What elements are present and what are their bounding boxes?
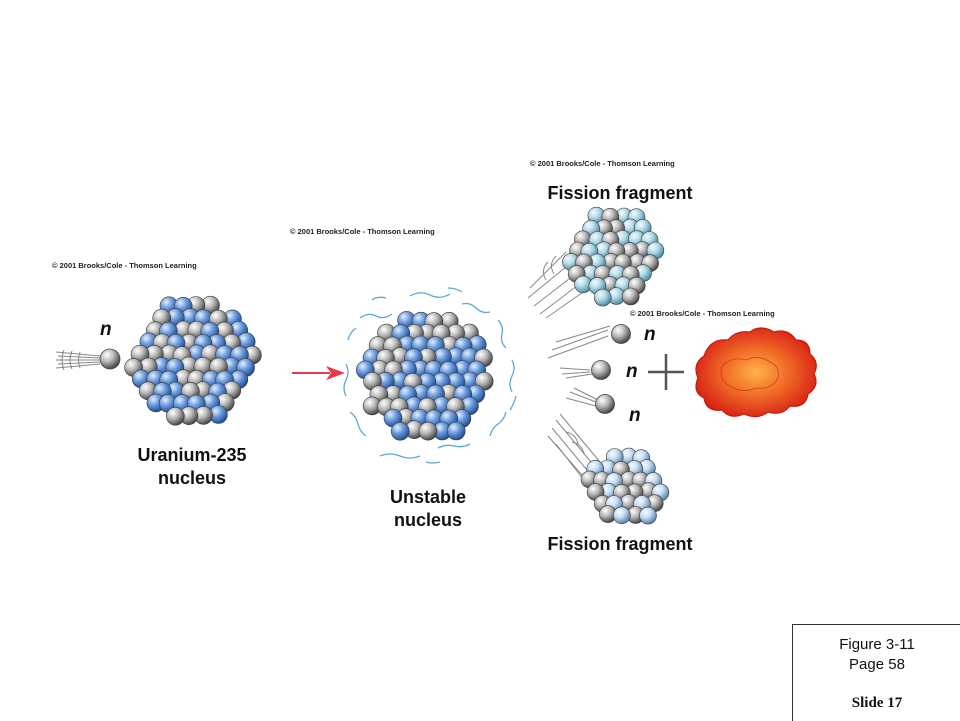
unstable-nucleus-label-line1: Unstable [389,487,467,507]
uranium-235-label-line2: nucleus [157,468,227,488]
energy-cloud [695,327,817,418]
fission-fragment-top-label: Fission fragment [547,183,693,203]
uranium-235-label: Uranium-235 nucleus [112,444,272,490]
neutron-label-1: n [644,324,656,345]
plus-sign [648,354,684,390]
copyright-notice-3: © 2001 Brooks/Cole - Thomson Learning [530,159,675,168]
neutron-label-2: n [626,361,638,382]
nucleon [593,288,612,307]
unstable-nucleus [355,311,494,441]
neutron-label-incoming: n [100,319,112,340]
fission-fragment-top [562,206,665,307]
nucleon [418,421,438,441]
nucleon [612,506,631,525]
released-neutron-trails [547,325,611,407]
nucleon [390,421,410,441]
figure-number: Figure 3-11 [839,636,915,653]
fission-fragment-bottom-label: Fission fragment [547,534,693,554]
released-neutron-2 [591,360,611,380]
copyright-notice-4: © 2001 Brooks/Cole - Thomson Learning [630,309,775,318]
uranium-235-nucleus [124,295,262,426]
fission-fragment-bottom [580,447,670,525]
incoming-neutron-trail [55,349,101,371]
neutron-label-3: n [629,405,641,426]
nucleon [639,506,657,525]
nucleon [621,287,640,306]
slide-number: Slide 17 [851,695,903,711]
vibration-lines [343,287,517,464]
nucleon [166,406,185,426]
released-neutron-1 [611,324,631,344]
nucleon [446,421,466,441]
released-neutron-3 [595,394,615,414]
figure-info-box: Figure 3-11 Page 58 Slide 17 [792,624,960,721]
reaction-arrow [292,366,345,380]
page-number: Page 58 [849,656,905,673]
copyright-notice-1: © 2001 Brooks/Cole - Thomson Learning [52,261,197,270]
unstable-nucleus-label-line2: nucleus [393,510,463,530]
uranium-235-label-line1: Uranium-235 [137,445,247,465]
fragment-bottom-trail [547,413,601,489]
copyright-notice-2: © 2001 Brooks/Cole - Thomson Learning [290,227,435,236]
incoming-neutron [99,348,121,370]
unstable-nucleus-label: Unstable nucleus [348,486,508,532]
